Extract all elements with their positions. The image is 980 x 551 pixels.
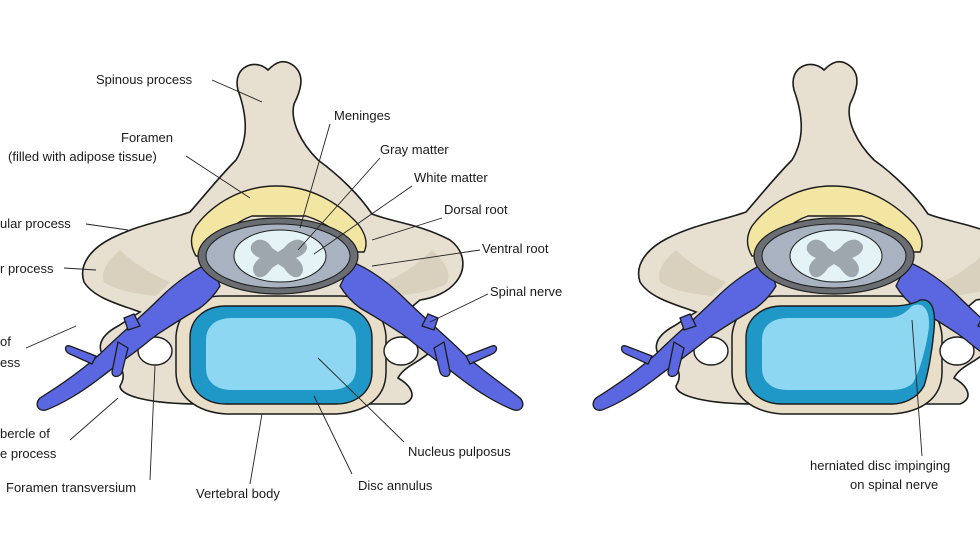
label-transverse-process: r process [0, 261, 54, 276]
herniated-vertebra [592, 60, 980, 415]
label-herniated-line2: on spinal nerve [850, 477, 938, 492]
label-spinal-nerve: Spinal nerve [490, 284, 562, 299]
label-nucleus-pulposus: Nucleus pulposus [408, 444, 511, 459]
label-white-matter: White matter [414, 170, 488, 185]
label-ventral-root: Ventral root [482, 241, 549, 256]
label-of-process-line2: ess [0, 355, 21, 370]
label-gray-matter: Gray matter [380, 142, 449, 157]
label-dorsal-root: Dorsal root [444, 202, 508, 217]
label-foramen-line1: Foramen [121, 130, 173, 145]
label-tubercle-line2: e process [0, 446, 57, 461]
label-spinous-process: Spinous process [96, 72, 193, 87]
label-articular-process: ular process [0, 216, 71, 231]
label-disc-annulus: Disc annulus [358, 478, 433, 493]
label-tubercle-line1: bercle of [0, 426, 50, 441]
normal-vertebra [36, 60, 524, 415]
label-herniated-line1: herniated disc impinging [810, 458, 950, 473]
label-foramen-line2: (filled with adipose tissue) [8, 149, 157, 164]
label-foramen-transversium: Foramen transversium [6, 480, 136, 495]
label-of-process-line1: of [0, 334, 11, 349]
label-vertebral-body: Vertebral body [196, 486, 280, 501]
leader-lines [25, 79, 923, 485]
label-meninges: Meninges [334, 108, 391, 123]
